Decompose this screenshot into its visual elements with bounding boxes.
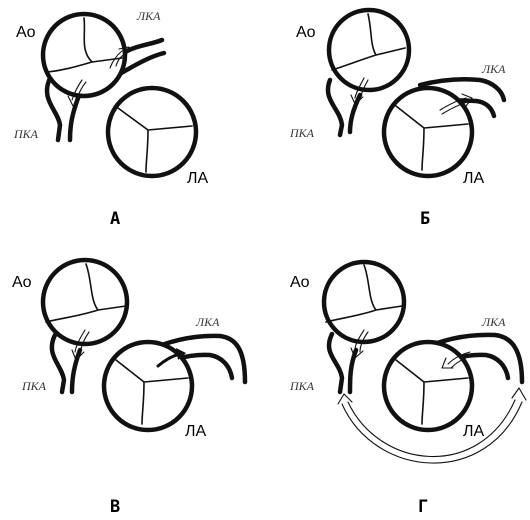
right-coronary-label: ПКА [289,126,315,140]
panel-label-g: Г [418,497,428,517]
left-coronary-label: ЛКА [481,62,506,76]
right-coronary-artery-outer [72,350,80,392]
panel-g: Ао ЛКА ПКА ЛА Г [289,262,526,517]
panel-v: Ао ЛКА ПКА ЛА В [12,260,245,517]
right-coronary-artery [52,335,64,392]
aorta-label: Ао [290,274,310,291]
panel-label-a: А [110,209,120,229]
panel-b: Ао ЛКА ПКА ЛА Б [289,10,506,229]
left-coronary-label: ЛКА [136,9,161,23]
left-coronary-label: ЛКА [195,315,220,329]
aorta-label: Ао [12,274,32,291]
aorta-label: Ао [296,24,316,41]
pulmonary-artery-ring [384,342,472,430]
pulmonary-artery-label: ЛА [187,170,209,187]
left-coronary-label: ЛКА [481,315,506,329]
right-coronary-artery-outer [350,350,356,392]
right-coronary-label: ПКА [289,379,315,393]
pulmonary-artery-label: ЛА [463,170,485,187]
pulmonary-artery-label: ЛА [185,423,207,440]
aorta-ring [43,260,127,344]
collateral-arrowhead-right [512,388,526,400]
collateral-arrowhead-left [338,394,352,404]
panel-label-v: В [110,497,120,517]
panel-label-b: Б [420,209,430,229]
right-coronary-artery [328,80,342,135]
right-coronary-label: ПКА [21,379,47,393]
right-coronary-artery [329,334,342,392]
pulmonary-artery-label: ЛА [463,423,485,440]
pulmonary-artery-ring [384,88,472,176]
right-coronary-label: ПКА [13,127,39,141]
aorta-label: Ао [16,24,36,41]
panel-a: Ао ЛКА ПКА ЛА А [13,9,209,229]
pulmonary-artery-ring [108,88,196,176]
